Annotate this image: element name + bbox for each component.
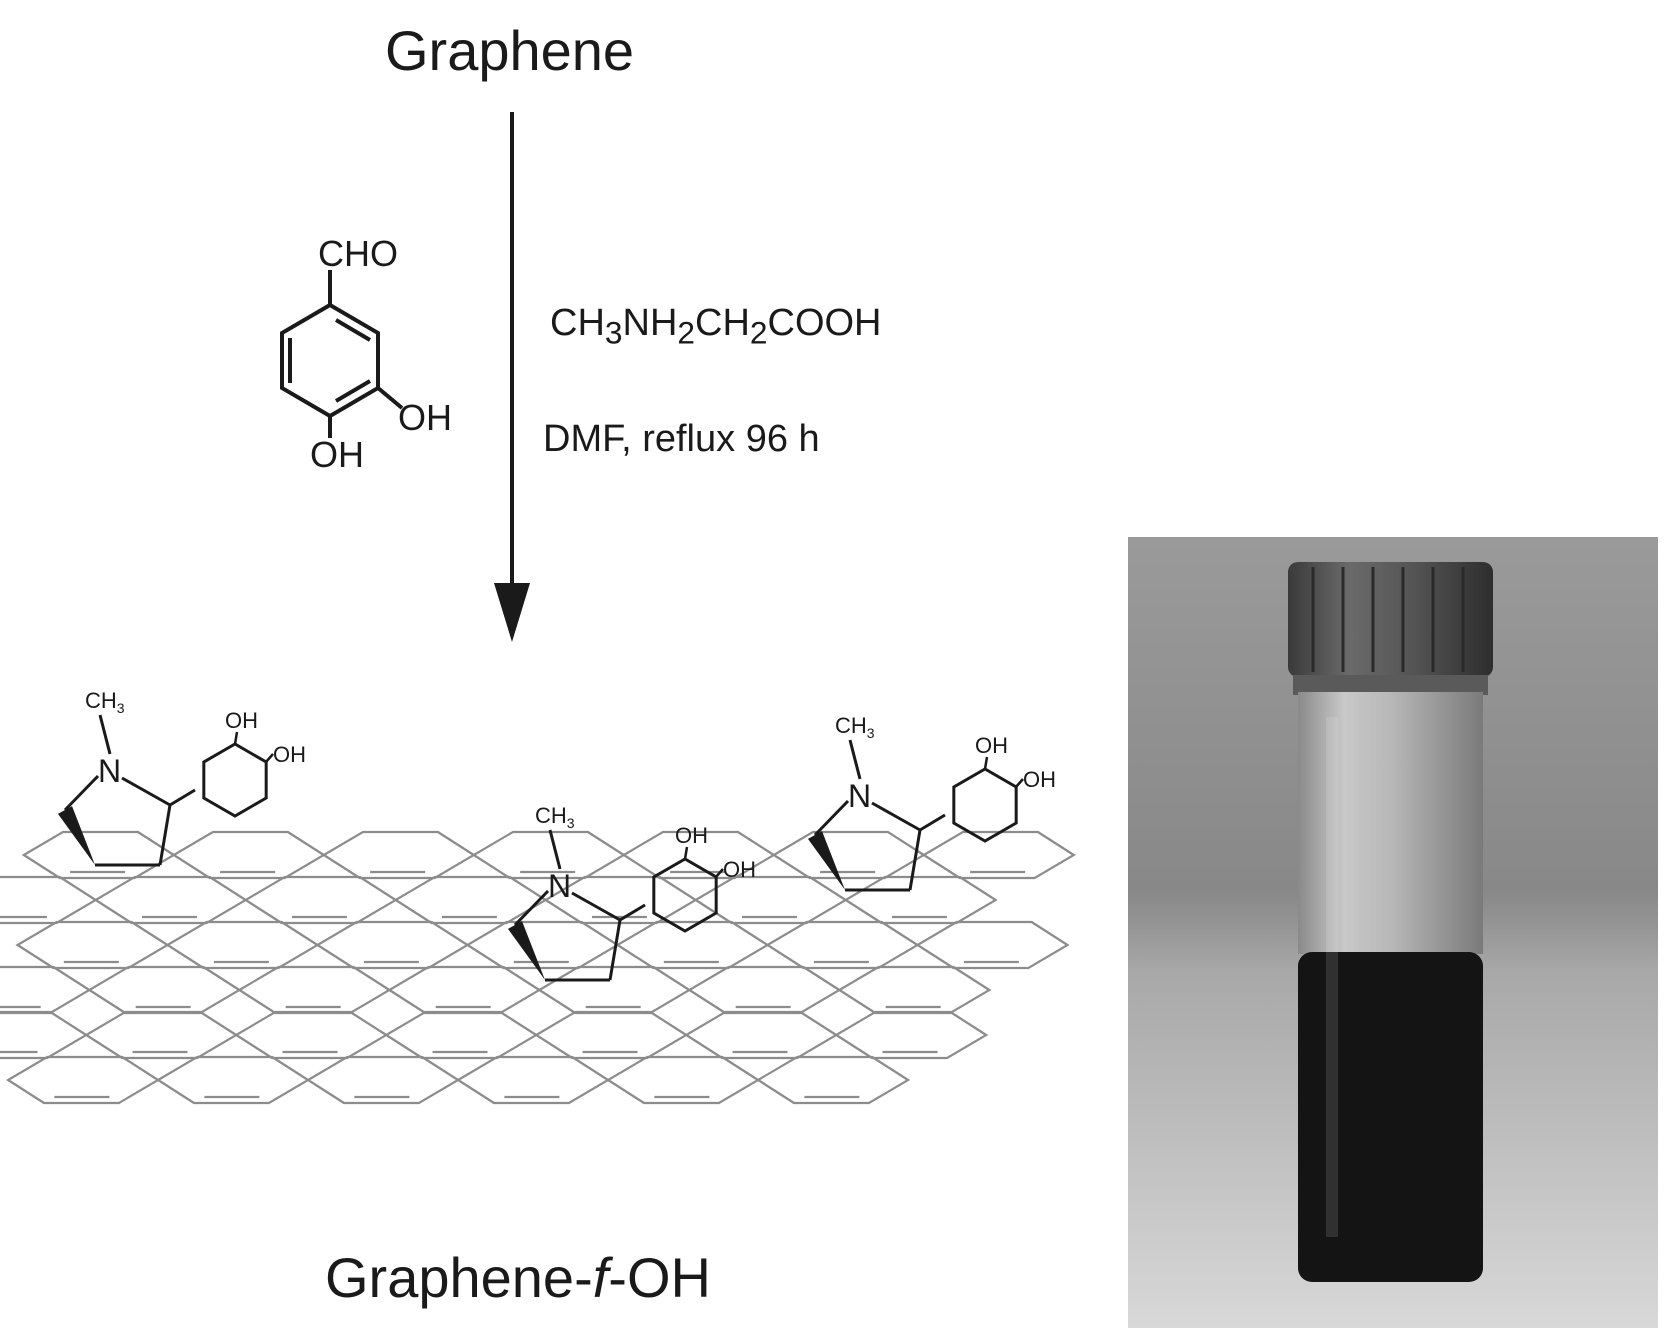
bond [1015,778,1024,788]
wedge-bond [807,831,845,890]
bond [983,756,989,770]
hydroxyl-label: OH [1023,767,1056,792]
hydroxyl-label: OH [225,708,258,733]
bond [121,776,171,807]
vial-highlight [1326,717,1338,1237]
bond [813,799,850,837]
bond [608,919,622,981]
bond [158,804,172,866]
bond [548,829,562,870]
vial-cap [1288,562,1493,677]
hydroxyl-label: OH [975,733,1008,758]
wedge-bond [507,921,545,980]
condition-solvent: DMF, reflux 96 h [543,418,820,460]
bond [919,813,946,832]
bond [715,868,724,878]
nitrogen-label: N [98,753,121,789]
bond [871,801,921,832]
lattice-hexagon [755,1055,911,1105]
bond [98,714,112,755]
bond [63,774,100,812]
methyl-label: CH3 [85,688,125,716]
bond [619,903,646,922]
methyl-label: CH3 [835,713,875,741]
bond [848,739,862,780]
reagent-cho-label: CHO [318,233,398,274]
aryl-ring [202,742,268,818]
vial-dispersion [1298,952,1483,1282]
bond [571,891,621,922]
vial-photo [1128,537,1658,1328]
graphene-lattice [0,830,1076,1105]
reagent-oh-meta-label: OH [398,397,452,438]
bond [233,731,239,745]
condition-reagent: CH3NH2CH2COOH [550,302,882,351]
hydroxyl-label: OH [675,823,708,848]
bond [265,753,274,763]
starting-material-label: Graphene [385,19,635,82]
bond [169,788,196,807]
reagent-structure [280,270,404,438]
aryl-ring [952,767,1018,843]
nitrogen-label: N [548,868,571,904]
wedge-bond [57,806,95,865]
vial-neck [1293,675,1488,695]
hydroxyl-label: OH [723,857,756,882]
reaction-arrow-head [494,583,530,642]
hydroxyl-label: OH [273,742,306,767]
vial-glass [1298,692,1483,954]
bond [513,889,550,927]
bond [908,829,922,891]
nitrogen-label: N [848,778,871,814]
product-label: Graphene-f-OH [325,1246,711,1309]
bond [683,846,689,860]
reagent-oh-para-label: OH [310,434,364,475]
methyl-label: CH3 [535,803,575,831]
